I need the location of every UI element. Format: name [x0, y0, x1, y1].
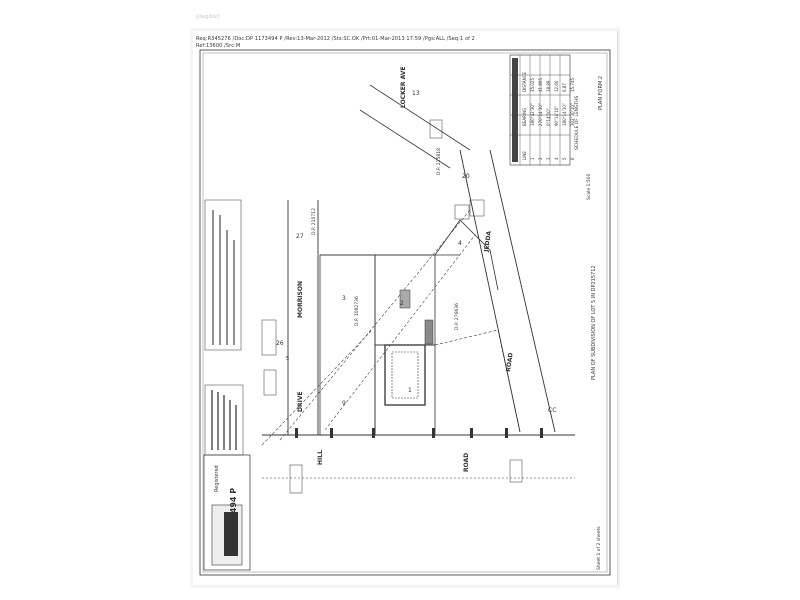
table-cell: 15.745 [570, 78, 575, 92]
dp-ref-2: D.P. 276636 [454, 303, 460, 330]
lot-number-2: 2 [400, 300, 404, 307]
table-cell: 302°30'10" [570, 103, 575, 126]
survey-lines [261, 209, 476, 446]
locker-ave: LOCKER AVE [359, 66, 471, 169]
faint-top-text: [illegible] [196, 14, 220, 20]
table-cell: 90°14'10" [554, 106, 559, 126]
morrison-drive: MORRISON DRIVE [287, 200, 319, 435]
barcode [224, 512, 238, 556]
morrison-label: MORRISON [297, 281, 304, 318]
table-cell: LINE [522, 151, 527, 160]
table-cell: 3 [546, 157, 551, 160]
building-outline [384, 344, 426, 406]
info-panel-left [204, 199, 244, 456]
table-cell: 0°14'10" [546, 108, 551, 126]
lot-number-3: 3 [342, 295, 346, 302]
hill-road-label-1: HILL [317, 450, 324, 465]
table-title: SCHEDULE OF LENGTHS [574, 95, 580, 150]
header-line-1: Req:R345276 /Doc:DP 1173494 P /Rev:13-Ma… [196, 36, 475, 42]
dp-ref-1: D.P. 1082736 [354, 296, 360, 326]
lot-number-4: 4 [458, 240, 462, 247]
hill-road: HILL ROAD [262, 434, 575, 479]
table-cell: 4 [554, 157, 559, 160]
table-header-band [512, 58, 518, 162]
plan-frame [199, 49, 611, 576]
lot-number-8: 9 [342, 400, 346, 407]
annotation-boxes [261, 119, 523, 494]
plan-number: DP1173494 P [229, 488, 238, 548]
dp-ref-4: D.P. 225818 [436, 148, 442, 175]
table-cell: 1 [530, 157, 535, 160]
table-cell: 6.87 [562, 83, 567, 92]
schedule-table: SCHEDULE OF LENGTHS LINE BEARING DISTANCE 1… [509, 54, 580, 166]
table-cell: DISTANCE [522, 72, 527, 92]
title-block: DP1173494 P Registered [203, 454, 251, 571]
locker-ave-label: LOCKER AVE [400, 66, 407, 108]
drive-label: DRIVE [297, 391, 304, 412]
table-cell: 41.805 [538, 78, 543, 92]
lot-number-26: 27 [296, 233, 304, 240]
lot-boundaries [319, 219, 521, 436]
table-cell: BEARING [522, 108, 527, 126]
scale-text: Scale 1:500 [586, 173, 592, 200]
table-cell: 6 [570, 157, 575, 160]
jedda-road: JEDDA ROAD [459, 149, 556, 433]
lot-number-1: 1 [408, 387, 412, 394]
boundary-marks [295, 428, 543, 438]
panel-title-main: PLAN OF SUBDIVISION OF LOT 5 IN DP215712 [591, 265, 597, 380]
jedda-label: JEDDA [483, 230, 493, 253]
sheet-text: Sheet 1 of 2 sheets [596, 526, 602, 570]
table-cell: 18.89 [546, 80, 551, 92]
lot-number-9: 26 [276, 340, 284, 347]
plan-inner-frame [202, 52, 608, 573]
table-cell: 5 [562, 157, 567, 160]
table-cell: 270°14'10" [538, 103, 543, 126]
hatched-areas [399, 204, 470, 345]
table-cell: 12.60 [554, 80, 559, 92]
header-line-2: Ref:13600 /Src:M [196, 43, 241, 49]
dp-ref-3: D.P. 215712 [311, 208, 317, 235]
lot-number-20: 5 [286, 356, 289, 362]
table-cell: 180°42'30" [530, 103, 535, 126]
hill-road-label-2: ROAD [463, 453, 470, 472]
panel-title-side: PLAN FORM 2 [598, 76, 604, 110]
lot-numbers: 3 2 1 9 4 27 26 20 13 CC 5 [276, 90, 556, 414]
registered-label: Registered [214, 465, 220, 492]
lot-number-cc: CC [548, 407, 556, 414]
road-label: ROAD [505, 352, 515, 372]
lot-number-27: 13 [412, 90, 420, 97]
dp-references: D.P. 1082736 D.P. 276636 D.P. 215712 D.P… [311, 148, 460, 330]
lot-number-13: 20 [462, 173, 470, 180]
table-cell: 2 [538, 157, 543, 160]
table-cell: 35.025 [530, 78, 535, 92]
table-cell: 180°14'10" [562, 103, 567, 126]
